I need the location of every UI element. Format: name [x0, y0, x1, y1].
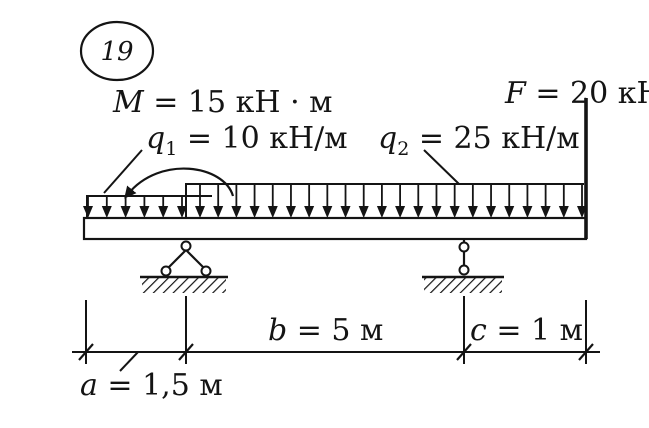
- dimension-a-label: a = 1,5 м: [80, 368, 223, 403]
- q2-arrowhead: [340, 206, 351, 218]
- q1-arrowhead: [139, 206, 150, 218]
- q1-arrowhead: [158, 206, 169, 218]
- q2-arrowhead: [486, 206, 497, 218]
- q2-arrowhead: [304, 206, 315, 218]
- q2-arrowhead: [467, 206, 478, 218]
- q2-arrowhead: [431, 206, 442, 218]
- q2-arrowhead: [249, 206, 260, 218]
- q2-distributed-load: [195, 184, 587, 218]
- problem-number-circle: [79, 20, 155, 82]
- q2-arrowhead: [267, 206, 278, 218]
- q2-arrowhead: [540, 206, 551, 218]
- dimension-c-label: c = 1 м: [470, 313, 583, 348]
- q1-arrowhead: [177, 206, 187, 218]
- q2-arrowhead: [413, 206, 424, 218]
- q1-leader-line: [103, 149, 143, 194]
- q2-arrowhead: [195, 206, 205, 218]
- q2-label: q2 = 25 кН/м: [378, 121, 580, 160]
- right-roller-support: [422, 239, 504, 293]
- dimension-b-label: b = 5 м: [268, 313, 383, 348]
- q1-arrowhead: [101, 206, 112, 218]
- q1-load-outline: [86, 195, 212, 218]
- beam: [82, 216, 588, 241]
- q2-arrowhead: [558, 206, 569, 218]
- q2-arrowhead: [231, 206, 242, 218]
- q2-arrowhead: [449, 206, 460, 218]
- q2-arrowhead: [285, 206, 296, 218]
- moment-arc: [124, 167, 235, 199]
- q1-label: q1 = 10 кН/м: [146, 121, 348, 160]
- force-label: F = 20 кН: [504, 76, 649, 111]
- q2-arrowhead: [213, 206, 224, 218]
- q2-arrowhead: [358, 206, 369, 218]
- q2-arrowhead: [322, 206, 333, 218]
- q1-distributed-load: [83, 196, 187, 218]
- left-pinned-support: [140, 240, 228, 293]
- dimension-ticks: [78, 343, 594, 361]
- a-leader-line: [119, 351, 139, 372]
- moment-label: M = 15 кН · м: [112, 85, 333, 120]
- q2-arrowhead: [376, 206, 387, 218]
- problem-number: 19: [100, 37, 133, 67]
- q1-arrowhead: [120, 206, 131, 218]
- q2-arrowhead: [395, 206, 406, 218]
- q2-arrowhead: [522, 206, 533, 218]
- q2-leader-line: [423, 149, 460, 185]
- q2-arrowhead: [504, 206, 515, 218]
- q2-load-outline: [185, 183, 584, 218]
